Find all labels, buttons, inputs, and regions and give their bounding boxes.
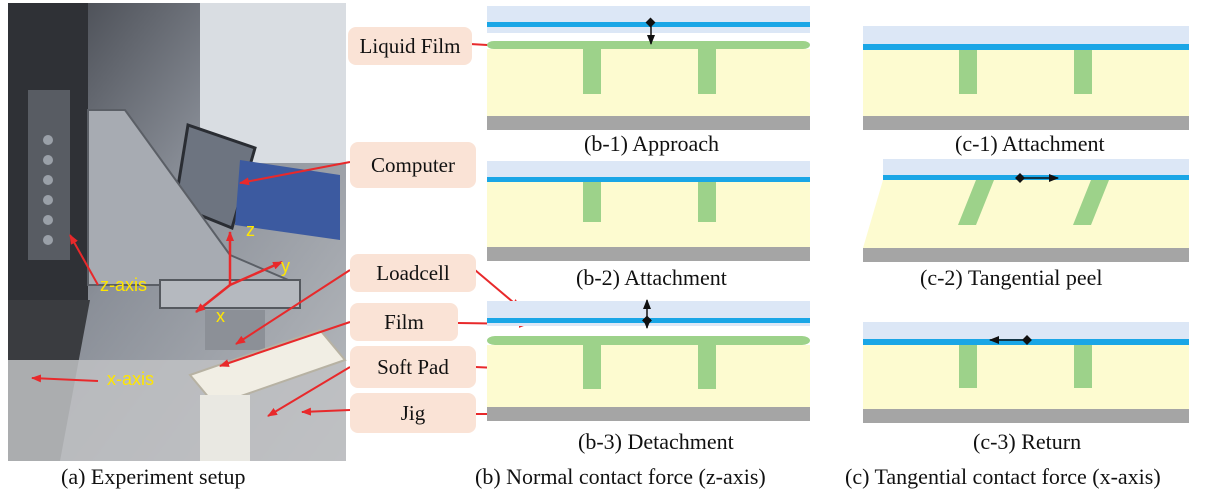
callout-loadcell: Loadcell [350, 254, 476, 292]
jig-pointer-photo [301, 407, 351, 416]
callout-soft-pad: Soft Pad [350, 346, 476, 388]
caption-b2: (b-2) Attachment [576, 265, 727, 290]
caption-a: (a) Experiment setup [61, 464, 246, 489]
diagram-c2-tangential-peel [863, 159, 1189, 262]
caption-c2: (c-2) Tangential peel [920, 265, 1103, 290]
loadcell-pointer-photo [235, 269, 351, 345]
caption-c1: (c-1) Attachment [955, 131, 1105, 156]
diagram-b1-approach [487, 6, 810, 130]
caption-c: (c) Tangential contact force (x-axis) [845, 464, 1161, 489]
caption-b3: (b-3) Detachment [578, 429, 734, 454]
callout-computer: Computer [350, 142, 476, 188]
soft-pad-pointer-photo [267, 366, 351, 417]
diagram-b3-detachment [487, 299, 810, 421]
z-axis-arrow [69, 234, 99, 286]
z-direction-label: z [246, 220, 255, 240]
callout-liquid-film: Liquid Film [348, 27, 472, 65]
diagram-c3-return [863, 322, 1189, 423]
caption-b: (b) Normal contact force (z-axis) [475, 464, 766, 489]
x-axis-arrow [31, 374, 99, 383]
diagram-b2-attachment [487, 161, 810, 261]
x-axis-label: x-axis [107, 369, 155, 389]
y-direction-label: y [281, 256, 290, 276]
caption-c3: (c-3) Return [973, 429, 1082, 454]
film-pointer-photo [219, 321, 351, 367]
caption-b1: (b-1) Approach [584, 131, 720, 156]
z-axis-label: z-axis [100, 275, 148, 295]
callout-jig: Jig [350, 393, 476, 433]
experiment-photo [8, 3, 347, 461]
callout-film: Film [350, 303, 458, 341]
x-direction-label: x [216, 306, 225, 326]
diagram-c1-attachment [863, 26, 1189, 130]
computer-pointer [239, 161, 351, 186]
